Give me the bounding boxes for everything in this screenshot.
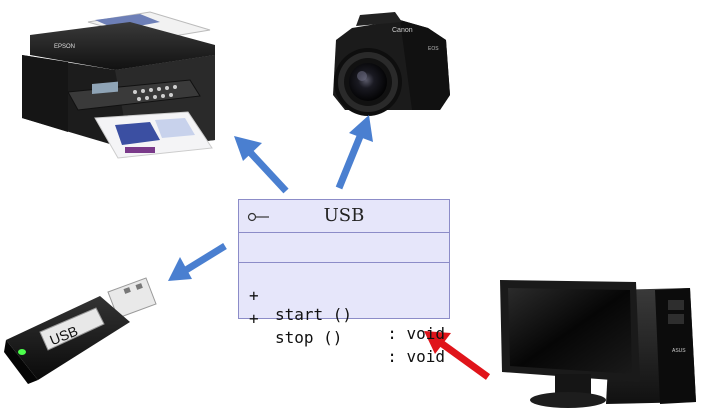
usage-arrow-to-camera bbox=[335, 115, 373, 190]
implementation-arrow-from-computer bbox=[424, 331, 491, 380]
usage-arrow-to-usb-stick bbox=[168, 243, 227, 281]
printer-image: EPSON bbox=[22, 11, 215, 159]
printer-brand: EPSON bbox=[54, 44, 75, 50]
operation-visibility: + bbox=[249, 309, 259, 328]
computer-image: ASUS bbox=[500, 280, 696, 408]
usage-arrow-to-printer bbox=[234, 136, 289, 194]
operation-return-type: : void bbox=[387, 347, 445, 366]
operation-stop: + stop () : void bbox=[249, 290, 445, 366]
operation-signature: start () bbox=[275, 305, 353, 324]
camera-model: EOS bbox=[428, 46, 439, 52]
class-name-compartment: USB bbox=[239, 200, 449, 233]
operation-return-type: : void bbox=[387, 324, 445, 343]
class-name: USB bbox=[323, 205, 365, 226]
operation-start: + start () : void bbox=[249, 267, 445, 343]
usb-stick-image: USB bbox=[4, 277, 157, 384]
operation-visibility: + bbox=[249, 286, 259, 305]
camera-brand: Canon bbox=[392, 27, 413, 34]
usb-class-box: USB + start () : void + stop () : void bbox=[238, 199, 450, 366]
operation-signature: stop () bbox=[275, 328, 343, 347]
attributes-compartment bbox=[239, 233, 449, 263]
camera-image: Canon EOS bbox=[333, 12, 450, 116]
interface-icon bbox=[247, 212, 269, 222]
computer-brand: ASUS bbox=[672, 348, 686, 354]
